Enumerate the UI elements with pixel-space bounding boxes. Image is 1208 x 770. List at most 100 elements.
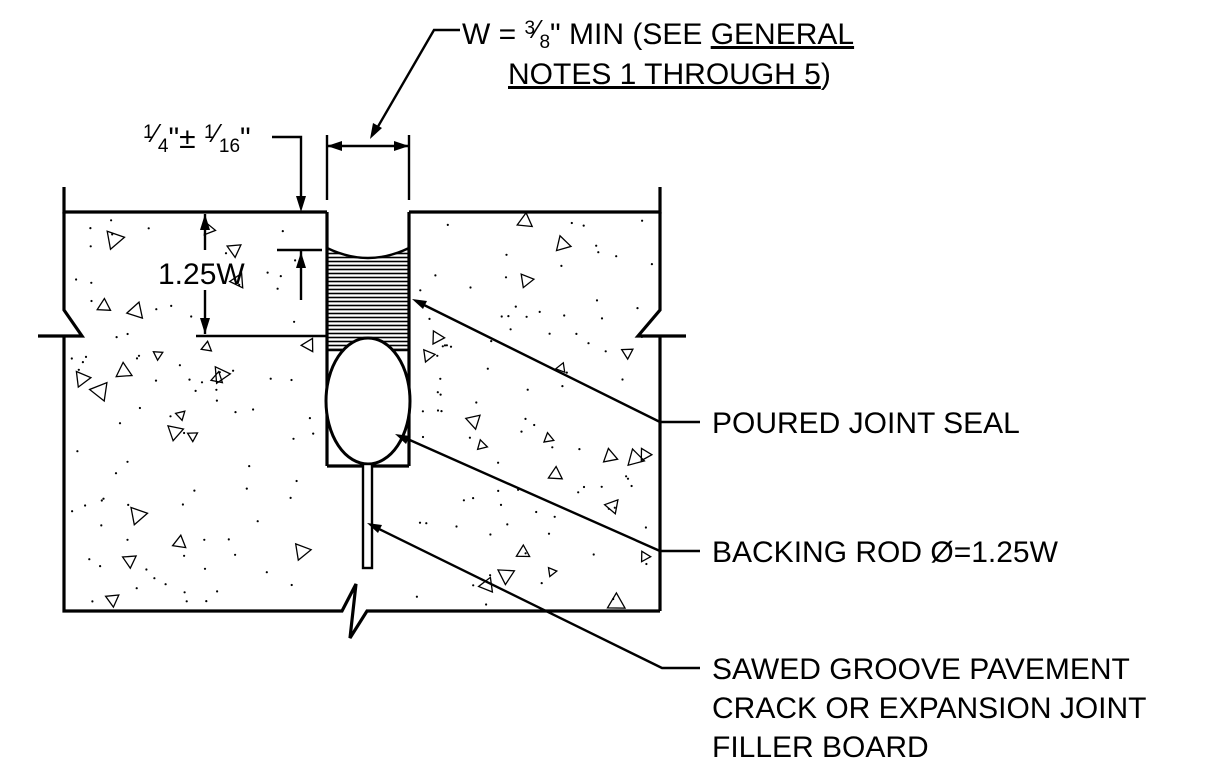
aggregate-dot	[215, 388, 218, 391]
aggregate-dot	[89, 227, 92, 230]
aggregate-dot	[292, 437, 295, 440]
aggregate-dot	[524, 417, 527, 420]
aggregate-dot	[626, 477, 630, 480]
aggregate-triangle	[75, 370, 93, 389]
width-dimension	[325, 28, 460, 200]
aggregate-dot	[164, 583, 167, 586]
seal-depth-label: 1.25W	[158, 258, 245, 291]
aggregate-triangle	[516, 211, 534, 228]
aggregate-dot	[188, 378, 191, 381]
leader-backing-rod	[395, 434, 700, 553]
aggregate-dot	[553, 515, 556, 518]
aggregate-triangle	[104, 594, 120, 609]
aggregate-dot	[203, 567, 207, 570]
aggregate-dot	[570, 221, 573, 225]
aggregate-dot	[118, 422, 122, 425]
aggregate-dot	[472, 584, 475, 587]
aggregate-dot	[289, 496, 292, 499]
aggregate-dot	[504, 276, 508, 279]
aggregate-dot	[233, 278, 236, 281]
aggregate-dot	[587, 342, 590, 345]
aggregate-dot	[126, 460, 129, 463]
aggregate-dot	[91, 600, 94, 603]
aggregate-dot	[595, 244, 598, 247]
aggregate-triangle	[228, 272, 244, 289]
aggregate-dot	[439, 377, 442, 380]
aggregate-triangle	[627, 447, 646, 467]
aggregate-dot	[612, 597, 615, 601]
aggregate-dot	[178, 364, 181, 367]
aggregate-dot	[592, 553, 595, 556]
aggregate-triangle	[299, 337, 314, 353]
aggregate-dot	[110, 219, 113, 222]
aggregate-dot	[415, 595, 418, 598]
aggregate-dot	[256, 520, 259, 523]
aggregate-dot	[441, 345, 444, 348]
aggregate-dot	[436, 409, 440, 412]
aggregate-dot	[469, 286, 472, 289]
aggregate-dot	[293, 320, 296, 323]
aggregate-dot	[524, 552, 527, 555]
aggregate-triangle	[152, 350, 164, 362]
backing-rod	[324, 336, 412, 466]
aggregate-dot	[269, 377, 272, 380]
aggregate-dot	[636, 307, 639, 310]
aggregate-dot	[114, 472, 118, 475]
aggregate-dot	[248, 465, 251, 468]
aggregate-triangle	[130, 506, 149, 527]
aggregate-triangle	[121, 555, 138, 570]
filler-board-label-line2: CRACK OR EXPANSION JOINT	[712, 692, 1147, 725]
aggregate-dot	[440, 410, 443, 413]
aggregate-dot	[154, 379, 158, 382]
aggregate-dot	[194, 389, 197, 392]
aggregate-dot	[70, 357, 73, 360]
aggregate-dot	[279, 275, 282, 278]
aggregate-dot	[185, 600, 188, 603]
aggregate-dot	[615, 255, 618, 258]
width-spec-line1: W = 3⁄8" MIN (SEE GENERAL	[462, 14, 854, 53]
aggregate-dot	[290, 583, 293, 587]
aggregate-dot	[421, 435, 425, 439]
aggregate-dot	[604, 350, 607, 353]
aggregate-dot	[183, 431, 186, 435]
aggregate-dot	[547, 532, 551, 535]
aggregate-dot	[436, 354, 439, 357]
aggregate-dot	[308, 417, 311, 420]
aggregate-dot	[218, 371, 221, 374]
aggregate-dot	[582, 224, 585, 227]
aggregate-dot	[445, 344, 448, 347]
aggregate-dot	[193, 489, 196, 492]
aggregate-triangle	[620, 348, 634, 361]
aggregate-dot	[563, 314, 566, 317]
aggregate-dot	[203, 538, 206, 541]
aggregate-triangle	[547, 566, 559, 578]
aggregate-dot	[99, 565, 102, 568]
aggregate-dot	[644, 526, 648, 529]
aggregate-dot	[507, 315, 510, 318]
aggregate-dot	[137, 354, 141, 357]
aggregate-triangle	[294, 542, 313, 562]
aggregate-dot	[88, 558, 91, 561]
aggregate-dot	[216, 590, 219, 593]
aggregate-triangle	[640, 447, 654, 462]
aggregate-dot	[548, 332, 551, 335]
aggregate-dot	[443, 344, 447, 347]
aggregate-dot	[520, 430, 523, 433]
aggregate-dot	[75, 278, 78, 281]
aggregate-dot	[497, 461, 500, 464]
aggregate-dot	[234, 411, 237, 414]
recess-dimension	[272, 135, 322, 300]
aggregate-dot	[577, 491, 580, 494]
aggregate-dot	[215, 399, 218, 402]
aggregate-dot	[84, 504, 87, 507]
aggregate-triangle	[88, 381, 108, 403]
aggregate-triangle	[464, 414, 481, 431]
aggregate-dot	[90, 281, 93, 284]
aggregate-dot	[312, 432, 315, 435]
aggregate-dot	[200, 381, 204, 384]
aggregate-dot	[281, 230, 284, 233]
aggregate-dot	[500, 315, 503, 318]
aggregate-triangle	[214, 365, 232, 385]
aggregate-dot	[439, 393, 442, 396]
